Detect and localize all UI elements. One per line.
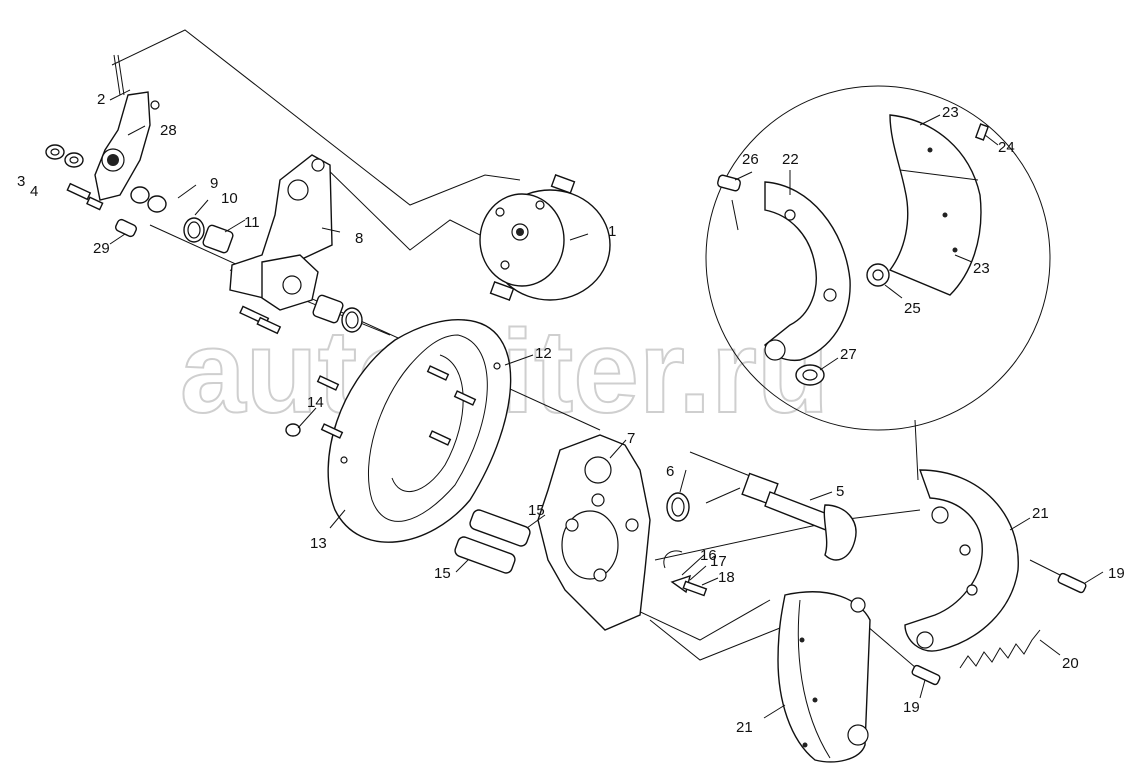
- brake-shoe-upper: [904, 469, 1019, 652]
- callout-15a: 15: [528, 502, 545, 519]
- spider-fasteners: [663, 550, 708, 597]
- detail-bushing: [795, 364, 825, 386]
- detail-rivet: [974, 123, 990, 141]
- callout-3: 3: [17, 173, 25, 190]
- callout-23b: 23: [973, 260, 990, 277]
- callout-16: 16: [700, 547, 717, 564]
- callout-22: 22: [782, 151, 799, 168]
- callout-20: 20: [1062, 655, 1079, 672]
- camshaft-seal-ring: [666, 487, 741, 522]
- callout-17: 17: [710, 553, 727, 570]
- brake-shoe-lower: [777, 591, 871, 763]
- callout-28: 28: [160, 122, 177, 139]
- callout-25: 25: [904, 300, 921, 317]
- washer-set: [45, 144, 167, 213]
- return-spring: [959, 629, 1041, 669]
- callout-numbers: 1 2 3 4 5 6 7 8 9 10 11 12 13 14 15 15 1…: [17, 91, 1125, 736]
- callout-leaders: [109, 89, 1104, 719]
- callout-26: 26: [742, 151, 759, 168]
- detail-anchor-pin: [717, 174, 741, 231]
- callout-12: 12: [535, 345, 552, 362]
- brake-spider: [537, 434, 651, 631]
- callout-11: 11: [244, 214, 260, 231]
- detail-roller: [866, 263, 890, 287]
- detail-magnifier-circle: [705, 85, 1051, 431]
- callout-19b: 19: [903, 699, 920, 716]
- callout-5: 5: [836, 483, 844, 500]
- callout-13: 13: [310, 535, 327, 552]
- detail-brake-lining: [888, 114, 982, 296]
- callout-2: 2: [97, 91, 105, 108]
- callout-21b: 21: [736, 719, 753, 736]
- s-camshaft: [741, 472, 857, 561]
- callout-15b: 15: [434, 565, 451, 582]
- callout-6: 6: [666, 463, 674, 480]
- callout-24: 24: [998, 139, 1015, 156]
- callout-7: 7: [627, 430, 635, 447]
- callout-4: 4: [30, 183, 38, 200]
- callout-21a: 21: [1032, 505, 1049, 522]
- callout-29: 29: [93, 240, 110, 257]
- brake-chamber: [479, 174, 611, 301]
- callout-18: 18: [718, 569, 735, 586]
- detail-shoe-frame: [764, 181, 851, 362]
- small-fasteners-left: [66, 182, 282, 335]
- chamber-bracket: [229, 154, 333, 311]
- shoe-roller-pins: [911, 572, 1087, 686]
- anchor-pins: [454, 509, 531, 574]
- shield-bolts: [285, 365, 477, 446]
- callout-10: 10: [221, 190, 238, 207]
- callout-14: 14: [307, 394, 324, 411]
- slack-adjuster-lever: [94, 54, 160, 201]
- callout-8: 8: [355, 230, 363, 247]
- callout-1: 1: [608, 223, 616, 240]
- callout-19a: 19: [1108, 565, 1125, 582]
- callout-27: 27: [840, 346, 857, 363]
- callout-9: 9: [210, 175, 218, 192]
- callout-23a: 23: [942, 104, 959, 121]
- dust-shield: [327, 318, 512, 543]
